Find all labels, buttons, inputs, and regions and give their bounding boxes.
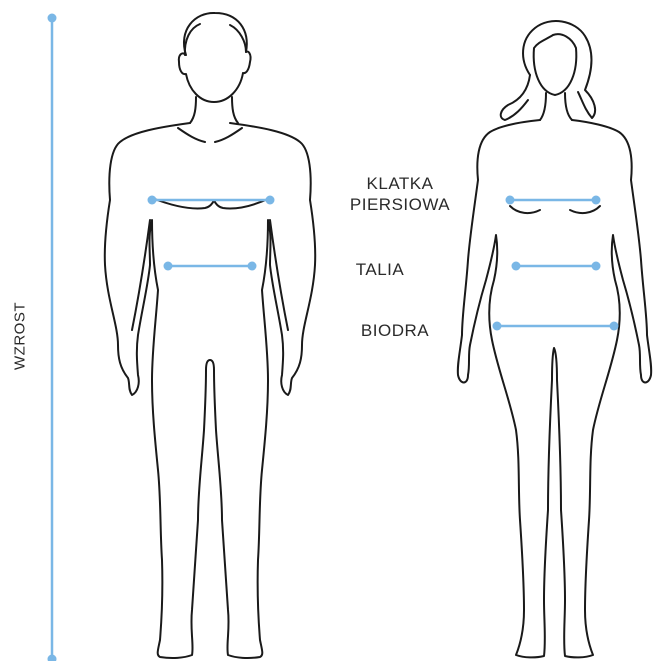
height-label: WZROST: [12, 302, 29, 370]
chest-label-line2: PIERSIOWA: [345, 194, 455, 215]
male-figure: [105, 13, 316, 658]
height-measure: [48, 14, 57, 661]
chest-label-line1: KLATKA: [345, 173, 455, 194]
chest-label: KLATKA PIERSIOWA: [345, 173, 455, 215]
hips-label: BIODRA: [345, 320, 445, 341]
female-figure: [458, 21, 651, 657]
waist-label: TALIA: [345, 259, 415, 280]
height-bottom-dot: [48, 655, 57, 661]
height-top-dot: [48, 14, 57, 23]
